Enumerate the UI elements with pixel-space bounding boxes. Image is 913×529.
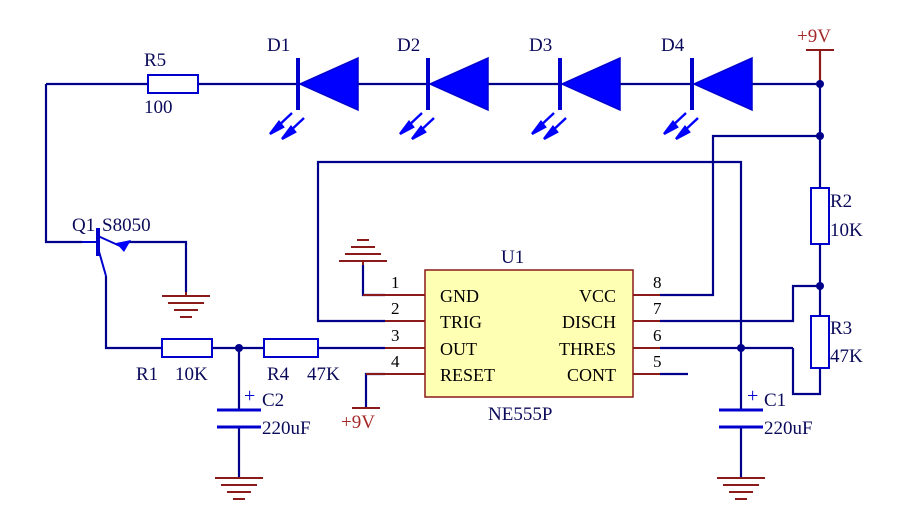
ic-pin-num: 8 [653, 273, 662, 292]
ground-c1 [717, 477, 765, 500]
led-d3: D3 [529, 35, 621, 141]
resistor-r2: R2 10K [810, 187, 863, 245]
c1-plus-sign: + [747, 385, 758, 407]
ic-pin-num: 6 [653, 326, 662, 345]
ic-pin-name: TRIG [440, 312, 482, 332]
power-vcc-reset: +9V [341, 407, 380, 433]
junction-dot [816, 282, 824, 290]
ic-pin-num: 5 [653, 352, 662, 371]
r5-designator: R5 [144, 50, 166, 71]
resistor-r4: R4 47K [263, 338, 340, 385]
r3-designator: R3 [830, 318, 852, 339]
led-d2-label: D2 [397, 35, 420, 56]
ground-ic-pin1 [339, 239, 387, 265]
ic-body [424, 269, 634, 398]
r3-value: 47K [830, 346, 863, 367]
r2-designator: R2 [830, 191, 852, 212]
ic-pin-num: 7 [653, 299, 662, 318]
ic-pin-name: VCC [579, 286, 616, 306]
ic-pin-num: 1 [391, 273, 400, 292]
junction-dot [816, 132, 824, 140]
junction-dot [816, 80, 824, 88]
power-vcc-top: +9V [797, 26, 834, 51]
c1-value: 220uF [764, 418, 813, 439]
q1-part: S8050 [102, 215, 151, 236]
ic-pin-name: GND [440, 286, 479, 306]
ic-designator: U1 [501, 247, 524, 268]
ic-part: NE555P [488, 404, 552, 425]
ground-q1 [162, 292, 210, 318]
led-d4-label: D4 [661, 35, 685, 56]
capacitor-c2: + C2 220uF [217, 385, 311, 439]
r5-value: 100 [144, 97, 173, 118]
ground-c2 [215, 477, 263, 500]
led-d4: D4 [661, 35, 753, 141]
r4-value: 47K [307, 364, 340, 385]
ic-u1: U1 NE555P 1 2 3 4 8 7 6 5 GND TRIG OUT R… [363, 247, 662, 425]
junctions [235, 80, 824, 352]
capacitor-c1: + C1 220uF [719, 385, 813, 439]
c1-designator: C1 [764, 390, 786, 411]
junction-dot [737, 344, 745, 352]
junction-dot [235, 344, 243, 352]
ic-pin-name: OUT [440, 339, 477, 359]
power-label-top: +9V [797, 26, 831, 47]
resistor-r1: R1 10K [136, 338, 213, 385]
ic-pin-num: 2 [391, 299, 400, 318]
ic-pin-num: 4 [391, 352, 400, 371]
led-d3-label: D3 [529, 35, 552, 56]
resistor-r5: R5 100 [144, 50, 199, 118]
resistor-r3: R3 47K [810, 315, 863, 369]
ic-pin-name: CONT [567, 365, 616, 385]
r2-value: 10K [830, 220, 863, 241]
ic-pin-name: DISCH [562, 312, 616, 332]
r1-designator: R1 [136, 364, 158, 385]
led-d1: D1 [267, 35, 359, 141]
led-d1-label: D1 [267, 35, 290, 56]
q1-designator: Q1 [72, 215, 95, 236]
led-d2: D2 [397, 35, 489, 141]
r4-designator: R4 [267, 364, 290, 385]
ic-pin-num: 3 [391, 326, 400, 345]
ic-pin-name: THRES [559, 339, 616, 359]
transistor-q1: Q1 S8050 [72, 215, 151, 277]
power-label-reset: +9V [341, 412, 375, 433]
r1-value: 10K [175, 364, 208, 385]
c2-value: 220uF [262, 418, 311, 439]
ic-pin-name: RESET [440, 365, 495, 385]
c2-plus-sign: + [244, 385, 255, 407]
c2-designator: C2 [262, 390, 284, 411]
